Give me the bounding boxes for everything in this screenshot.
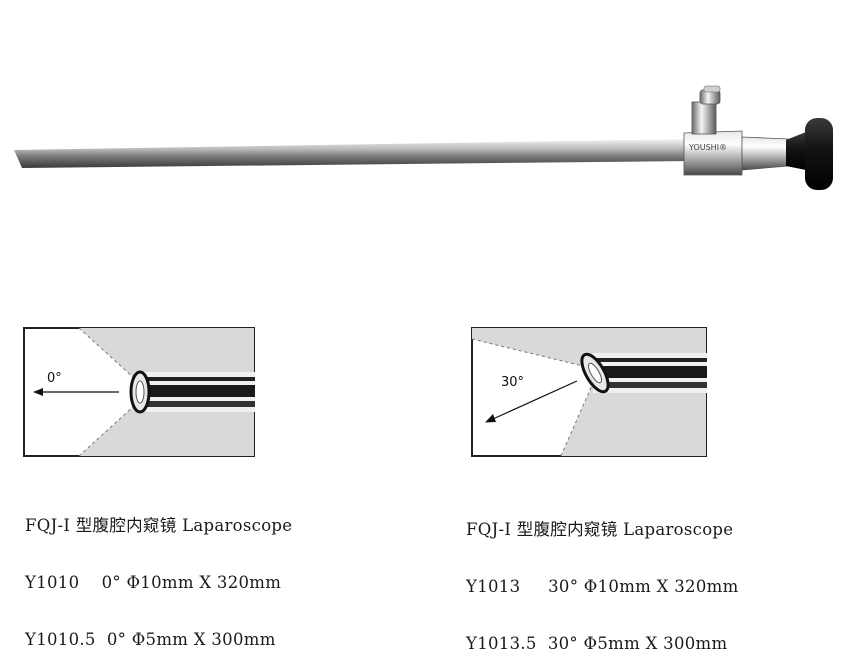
scope-neck (741, 136, 789, 171)
eyepiece-collar (786, 132, 806, 170)
laparoscope-image: YOUSHI® (14, 85, 833, 190)
angle-label: 30° (501, 375, 524, 390)
scope-body (683, 130, 743, 176)
scope-shaft (14, 139, 690, 168)
view-angle-diagram-30: 30° (471, 327, 707, 457)
caption-spec-line: Y1010.5 0° Φ5mm X 300mm (25, 630, 276, 649)
caption-right: FQJ-I 型腹腔内窥镜 Laparoscope Y1013 30° Φ10mm… (466, 482, 739, 672)
view-direction-arrow (492, 380, 578, 420)
caption-spec-line: Y1013 30° Φ10mm X 320mm (466, 577, 739, 596)
caption-title: FQJ-I 型腹腔内窥镜 Laparoscope (25, 516, 293, 535)
caption-title: FQJ-I 型腹腔内窥镜 Laparoscope (466, 520, 734, 539)
brand-marking: YOUSHI® (688, 143, 727, 152)
caption-spec-line: Y1010 0° Φ10mm X 320mm (25, 573, 282, 592)
view-angle-diagram-0: 0° (23, 327, 255, 457)
angle-label: 0° (47, 371, 62, 386)
light-post (691, 101, 717, 135)
eyepiece-icon (805, 118, 833, 190)
caption-left: FQJ-I 型腹腔内窥镜 Laparoscope Y1010 0° Φ10mm … (25, 478, 292, 668)
caption-spec-line: Y1013.5 30° Φ5mm X 300mm (466, 634, 728, 653)
